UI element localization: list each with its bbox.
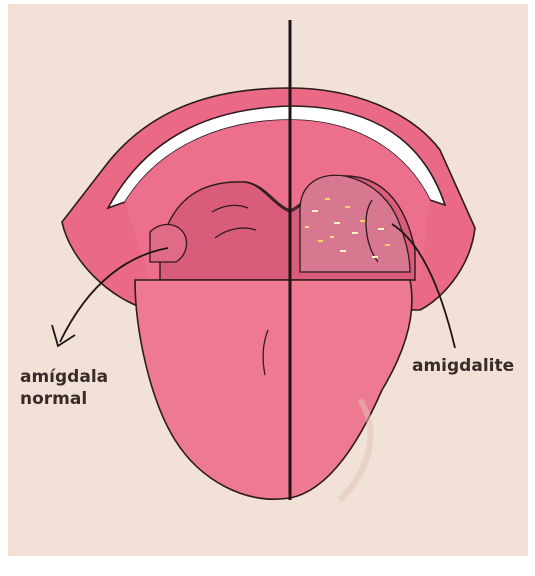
normal-tonsil-label: amígdala normal (20, 366, 130, 410)
tongue (135, 280, 412, 499)
normal-label-line2: normal (20, 388, 130, 410)
normal-tonsil (150, 225, 187, 263)
inflamed-tonsil-label: amigdalite (412, 355, 514, 377)
normal-label-line1: amígdala (20, 366, 130, 388)
